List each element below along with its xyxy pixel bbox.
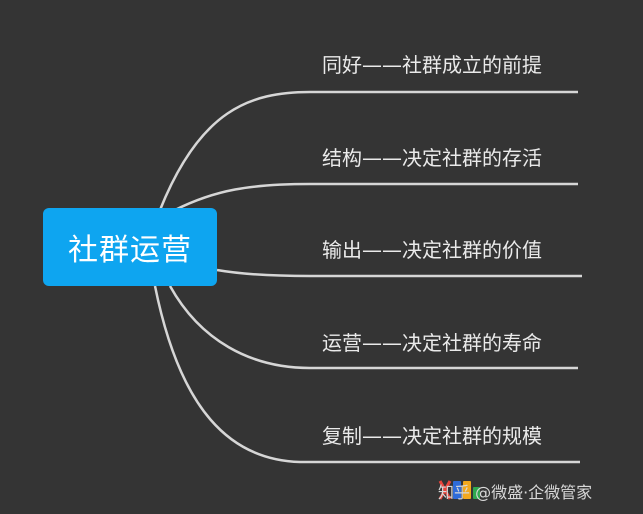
connector-line-2 [174,182,578,212]
branch-label-2: 结构——决定社群的存活 [322,146,542,170]
connector-line-4 [168,285,578,370]
connector-line-3 [216,268,582,278]
brand-logo-icon [438,477,482,503]
branch-label-5: 复制——决定社群的规模 [322,424,542,448]
watermark-text: 知乎 @微盛·企微管家 [438,483,593,502]
connector-line-5 [153,285,580,464]
connector-line-1 [158,90,578,211]
root-node-label: 社群运营 [68,233,192,268]
watermark: 知乎 @微盛·企微管家 [438,475,638,505]
branch-label-1: 同好——社群成立的前提 [322,53,542,77]
root-node: 社群运营 [43,208,217,286]
branch-label-4: 运营——决定社群的寿命 [322,331,542,355]
branch-label-3: 输出——决定社群的价值 [322,238,542,262]
